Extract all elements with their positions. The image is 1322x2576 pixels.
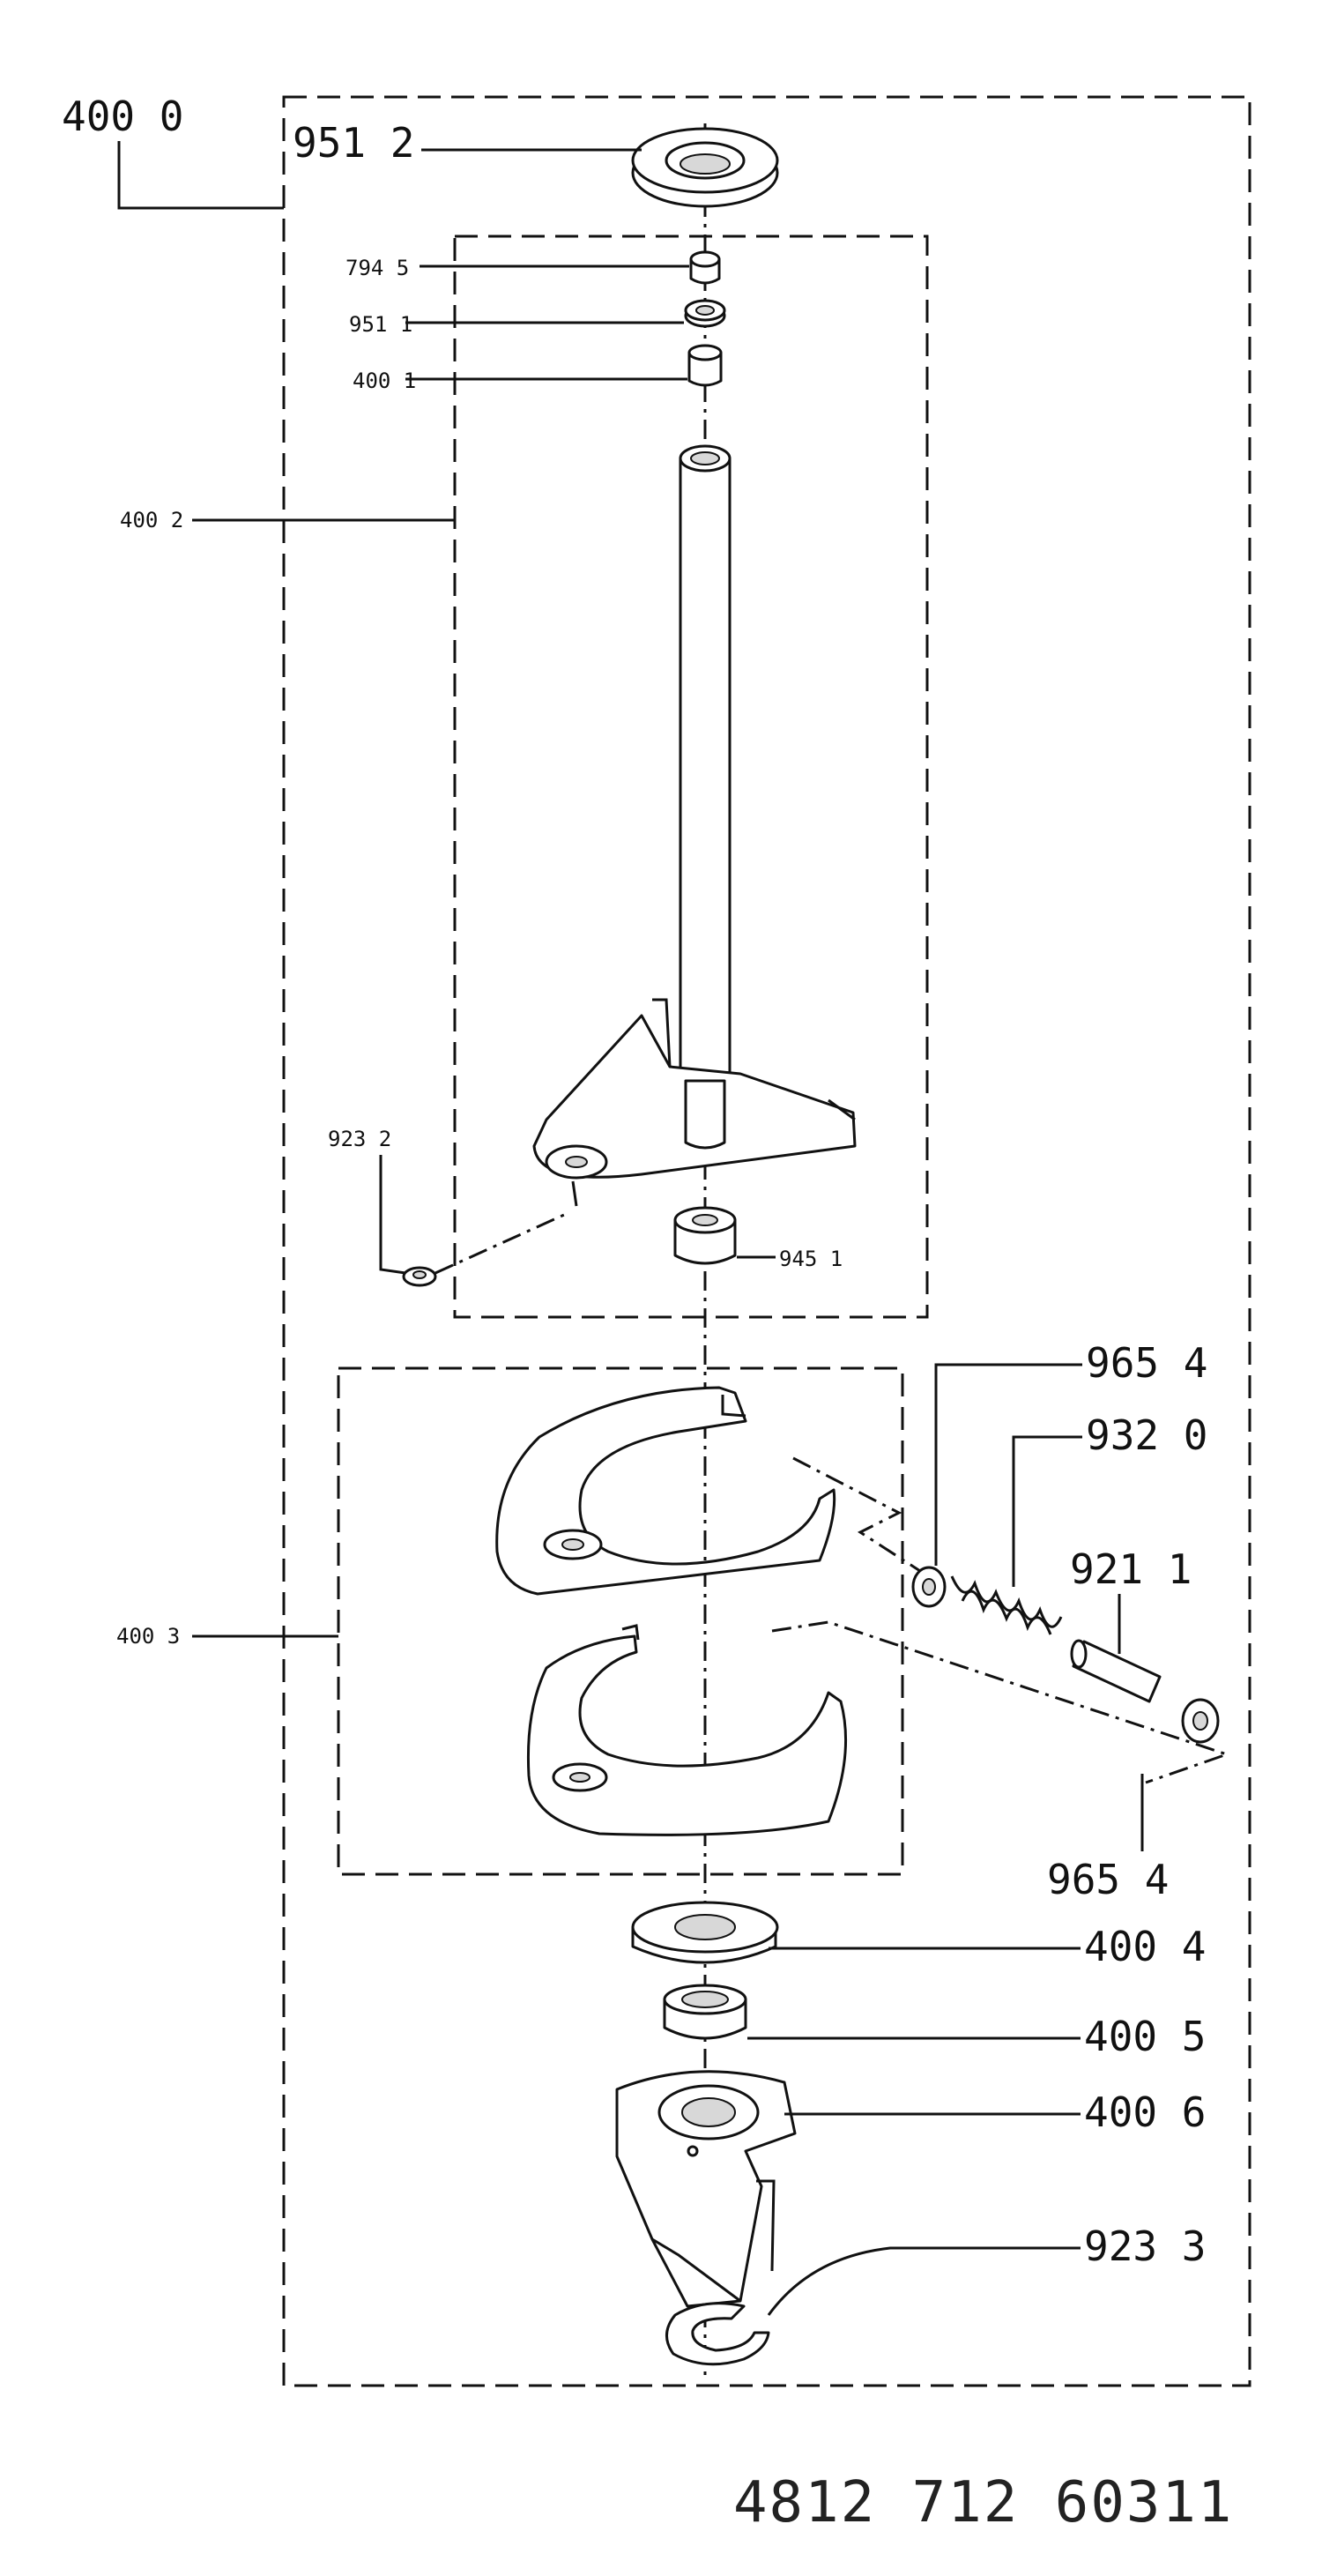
- part-4006-fork: [615, 2070, 797, 2308]
- assembly-boundary-4000: [282, 95, 1251, 2387]
- part-9320-spring: [950, 1575, 1063, 1635]
- label-9232: 923 2: [328, 1127, 391, 1151]
- part-9511-ring: [684, 299, 726, 328]
- part-9451-bushing: [673, 1206, 737, 1265]
- label-9451: 945 1: [779, 1247, 843, 1271]
- label-4002: 400 2: [120, 508, 183, 532]
- label-4001: 400 1: [353, 369, 416, 393]
- label-9511: 951 1: [349, 312, 412, 337]
- part-9512-seal-ring: [631, 127, 779, 208]
- part-4001-bushing: [687, 344, 723, 387]
- label-9211: 921 1: [1070, 1545, 1192, 1593]
- label-4004: 400 4: [1084, 1923, 1206, 1970]
- hidden-link-upper: [792, 1456, 921, 1573]
- part-4004-flange: [631, 1901, 779, 1964]
- part-9654-washer-right: [1181, 1698, 1220, 1744]
- hidden-link-9232: [434, 1213, 565, 1275]
- hidden-link-lower: [771, 1620, 1231, 1784]
- part-7945-cap: [689, 250, 721, 285]
- part-4005-split-ring: [663, 1984, 747, 2040]
- part-9232-clip: [402, 1266, 437, 1287]
- part-4003-upper-plate: [495, 1386, 836, 1596]
- label-9654-top: 965 4: [1086, 1339, 1207, 1387]
- label-7945: 794 5: [345, 256, 409, 280]
- part-9233-circlip: [665, 2302, 770, 2366]
- label-9320: 932 0: [1086, 1411, 1207, 1459]
- part-4003-lower-plate: [526, 1624, 848, 1836]
- part-9654-washer-left: [911, 1566, 947, 1608]
- label-9512: 951 2: [293, 119, 414, 167]
- label-9654-bottom: 965 4: [1047, 1856, 1169, 1903]
- part-4002-shaft-assembly: [532, 444, 857, 1207]
- subassembly-boundary-4002: [453, 235, 929, 1319]
- label-9233: 923 3: [1084, 2222, 1206, 2270]
- label-4005: 400 5: [1084, 2013, 1206, 2060]
- leader-9320: [1012, 1435, 1082, 1587]
- label-4000: 400 0: [62, 93, 183, 140]
- drawing-number: 4812 712 60311: [733, 2470, 1233, 2535]
- label-4003: 400 3: [116, 1624, 180, 1649]
- part-9211-pin: [1070, 1639, 1162, 1703]
- leader-4000: [117, 141, 284, 210]
- label-4006: 400 6: [1084, 2088, 1206, 2136]
- leader-9233: [767, 2246, 1081, 2316]
- leader-9232: [379, 1155, 406, 1275]
- leader-9654-top: [934, 1363, 1082, 1566]
- subassembly-boundary-4003: [337, 1366, 904, 1876]
